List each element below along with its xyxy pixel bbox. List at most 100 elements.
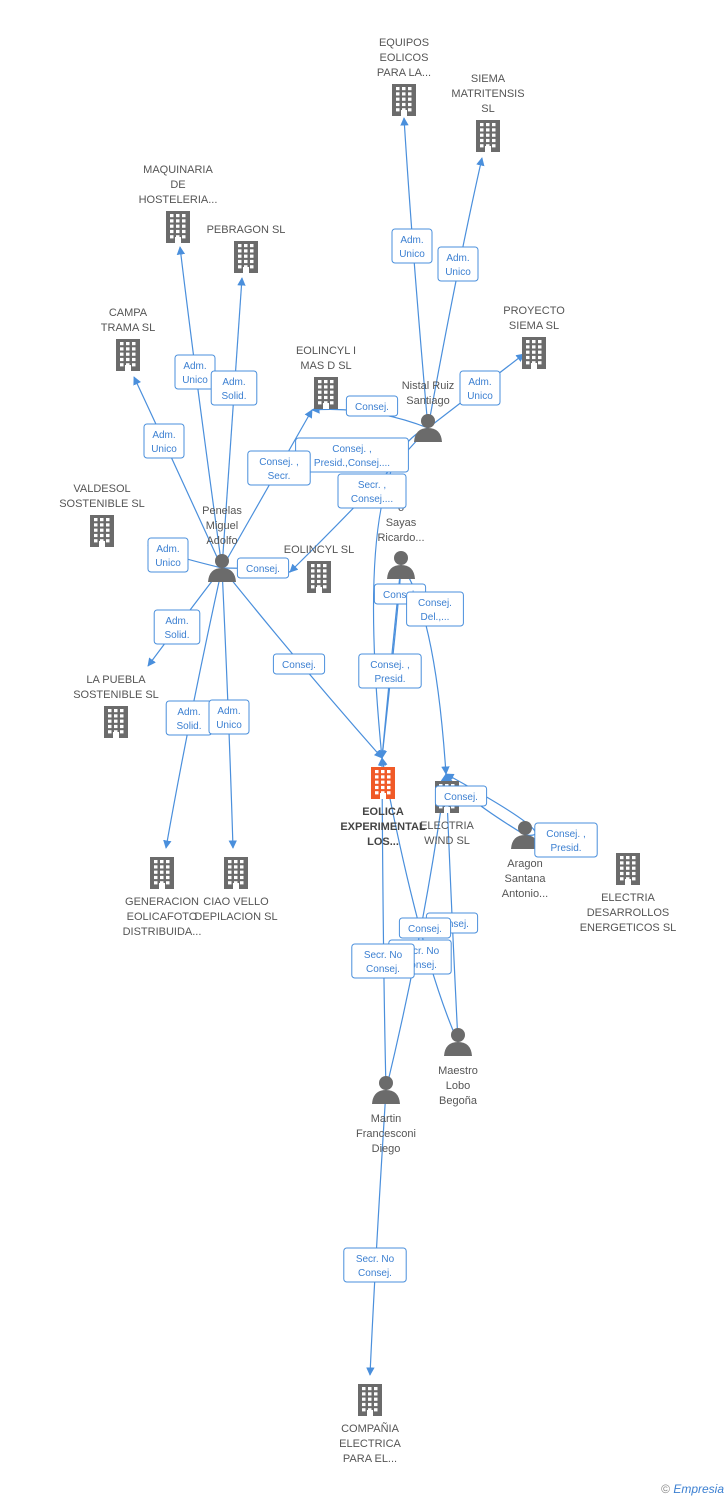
relation-label[interactable]: Secr. No Consej. bbox=[343, 1247, 407, 1283]
building-icon bbox=[371, 767, 395, 799]
relation-label-text: Solid. bbox=[221, 391, 246, 402]
node-label: EOLINCYL I bbox=[296, 345, 356, 357]
node-label: Martin bbox=[371, 1113, 402, 1125]
relation-label-text: Secr. bbox=[268, 471, 291, 482]
building-icon bbox=[224, 857, 248, 889]
node-label: ELECTRICA bbox=[339, 1438, 401, 1450]
relation-label[interactable]: Adm.Unico bbox=[174, 354, 216, 390]
relation-edges bbox=[133, 117, 536, 1376]
relation-label-text: Secr. No bbox=[364, 950, 403, 961]
company-node-generacion[interactable]: GENERACIONEOLICAFOTODISTRIBUIDA... bbox=[123, 857, 202, 938]
relation-label-text: Secr. No bbox=[356, 1254, 395, 1265]
node-label: MAQUINARIA bbox=[143, 164, 213, 176]
relation-label-text: Consej. bbox=[435, 919, 469, 930]
relation-label[interactable]: Adm.Unico bbox=[147, 537, 189, 573]
relation-label[interactable]: Secr. ,Consej.... bbox=[337, 473, 407, 509]
relation-label-text: Adm. bbox=[217, 706, 240, 717]
relation-label[interactable]: Adm.Solid. bbox=[165, 700, 213, 736]
node-label: TRAMA SL bbox=[101, 322, 155, 334]
node-label: EOLICOS bbox=[380, 52, 429, 64]
relation-label-text: Adm. bbox=[152, 430, 175, 441]
person-icon bbox=[511, 821, 539, 849]
relation-label-text: Consej. bbox=[444, 792, 478, 803]
node-label: Santiago bbox=[406, 395, 449, 407]
relation-label[interactable]: Consej. bbox=[345, 395, 399, 417]
node-label: EQUIPOS bbox=[379, 37, 429, 49]
relation-label[interactable]: Adm.Solid. bbox=[210, 370, 258, 406]
building-icon bbox=[150, 857, 174, 889]
relation-label-text: Consej. , bbox=[259, 457, 298, 468]
company-node-eolincyl[interactable]: EOLINCYL SL bbox=[284, 544, 355, 593]
relation-label-text: Solid. bbox=[176, 721, 201, 732]
building-icon bbox=[166, 211, 190, 243]
relation-label-text: Consej. bbox=[282, 660, 316, 671]
relation-label[interactable]: Adm.Solid. bbox=[153, 609, 201, 645]
relation-label[interactable]: Consej. , Secr. bbox=[247, 450, 311, 486]
relation-label-text: Unico bbox=[216, 720, 242, 731]
relation-label-text: Consej. bbox=[358, 1268, 392, 1279]
relation-label[interactable]: Adm.Unico bbox=[437, 246, 479, 282]
company-node-eolica[interactable]: EOLICAEXPERIMENTALLOS... bbox=[340, 767, 426, 848]
relation-label[interactable]: Adm. Unico bbox=[208, 699, 250, 735]
relation-label[interactable]: Consej. bbox=[236, 557, 290, 579]
node-label: EXPERIMENTAL bbox=[340, 821, 426, 833]
relation-label-text: Solid. bbox=[164, 630, 189, 641]
relation-edge-penelas-maquinaria bbox=[176, 246, 223, 569]
company-node-campa[interactable]: CAMPA TRAMA SL bbox=[101, 307, 155, 371]
relation-label-text: Unico bbox=[155, 558, 181, 569]
relation-label[interactable]: Consej. ,Presid. bbox=[358, 653, 422, 689]
person-icon bbox=[444, 1028, 472, 1056]
company-node-maquinaria[interactable]: MAQUINARIADEHOSTELERIA... bbox=[139, 164, 218, 243]
relation-label[interactable]: Consej. bbox=[398, 917, 452, 939]
relation-label-text: Unico bbox=[445, 267, 471, 278]
relation-label-text: Secr. No bbox=[401, 946, 440, 957]
relation-label[interactable]: Consej. bbox=[272, 653, 326, 675]
relation-label[interactable]: Consej. ,Presid. bbox=[534, 822, 598, 858]
relation-label[interactable]: Adm.Unico bbox=[143, 423, 185, 459]
building-icon bbox=[358, 1384, 382, 1416]
person-node-aragon[interactable]: AragonSantanaAntonio... bbox=[502, 821, 548, 900]
brand-name[interactable]: Empresia bbox=[673, 1482, 724, 1496]
relation-label[interactable]: Adm.Unico bbox=[459, 370, 501, 406]
relation-label[interactable]: Consej.Del.,... bbox=[406, 591, 464, 627]
relation-label-text: Adm. bbox=[468, 377, 491, 388]
building-icon bbox=[104, 706, 128, 738]
person-node-sayas[interactable]: oSayasRicardo... bbox=[377, 502, 425, 579]
relation-label-text: Del.,... bbox=[421, 612, 450, 623]
relation-label-text: Consej. bbox=[403, 960, 437, 971]
node-label: SOSTENIBLE SL bbox=[73, 689, 159, 701]
node-label: CAMPA bbox=[109, 307, 148, 319]
company-node-pebragon[interactable]: PEBRAGON SL bbox=[207, 224, 286, 273]
relation-label[interactable]: Adm.Unico bbox=[391, 228, 433, 264]
node-label: Nistal Ruiz bbox=[402, 380, 455, 392]
node-label: PARA EL... bbox=[343, 1453, 397, 1465]
node-label: Ricardo... bbox=[377, 532, 424, 544]
company-node-la_puebla[interactable]: LA PUEBLA SOSTENIBLE SL bbox=[73, 674, 159, 738]
node-label: LA PUEBLA bbox=[86, 674, 146, 686]
node-label: EOLICAFOTO bbox=[127, 911, 198, 923]
relation-label-text: Presid. bbox=[550, 843, 581, 854]
node-label: ENERGETICOS SL bbox=[580, 922, 677, 934]
relation-label[interactable]: Consej. bbox=[434, 785, 488, 807]
node-label: Francesconi bbox=[356, 1128, 416, 1140]
node-label: DISTRIBUIDA... bbox=[123, 926, 202, 938]
node-label: Maestro bbox=[438, 1065, 478, 1077]
person-icon bbox=[372, 1076, 400, 1104]
relation-label[interactable]: Consej. ,Presid.,Consej.... bbox=[295, 437, 409, 473]
building-icon bbox=[307, 561, 331, 593]
node-label: Antonio... bbox=[502, 888, 548, 900]
